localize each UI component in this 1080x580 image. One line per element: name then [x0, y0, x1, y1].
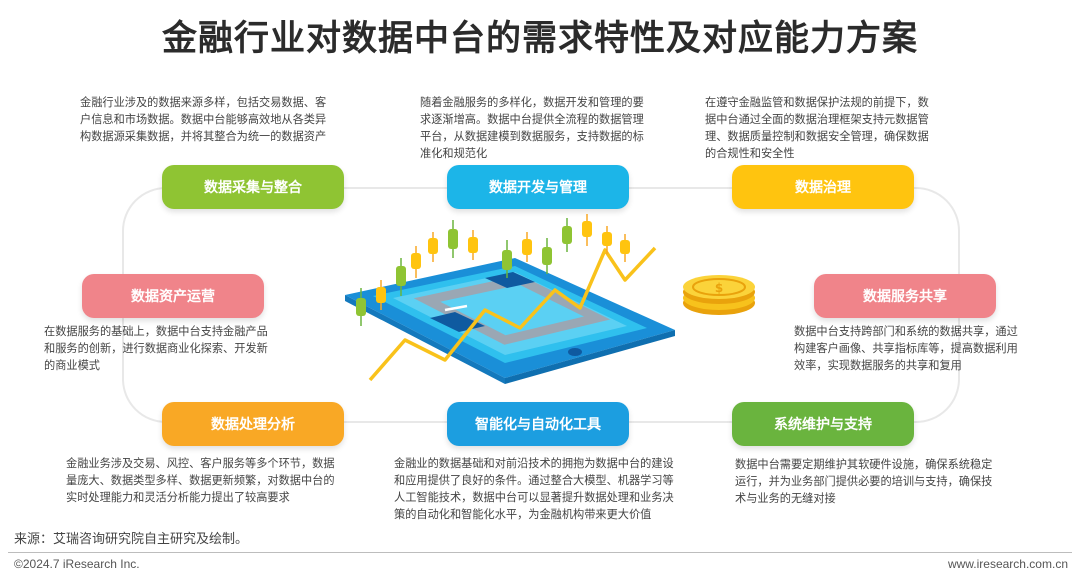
growth-line	[368, 246, 657, 382]
desc-processing: 金融业务涉及交易、风控、客户服务等多个环节，数据 量庞大、数据类型多样、数据更新…	[66, 457, 335, 504]
copyright: ©2024.7 iResearch Inc.	[14, 557, 140, 571]
coin-stack-icon: $	[683, 275, 755, 315]
node-asset-ops: 数据资产运营	[82, 274, 264, 318]
tablet-edge	[505, 330, 675, 384]
screen-panel	[485, 272, 535, 288]
website-link[interactable]: www.iresearch.com.cn	[947, 557, 1068, 571]
source-note: 来源：艾瑞咨询研究院自主研究及绘制。	[14, 532, 249, 547]
node-maintenance: 系统维护与支持	[732, 402, 914, 446]
candlesticks	[356, 214, 630, 326]
node-governance: 数据治理	[732, 165, 914, 209]
tablet-home-button	[568, 348, 582, 356]
tablet-edge-left	[345, 295, 505, 384]
node-devmgmt: 数据开发与管理	[447, 165, 629, 209]
screen-line	[444, 304, 468, 312]
node-sharing: 数据服务共享	[814, 274, 996, 318]
tablet-chart-illustration: $	[345, 214, 755, 384]
desc-devmgmt: 随着金融服务的多样化，数据开发和管理的要 求逐渐增高。数据中台提供全流程的数据管…	[420, 96, 644, 160]
page-title: 金融行业对数据中台的需求特性及对应能力方案	[161, 19, 918, 59]
desc-sharing: 数据中台支持跨部门和系统的数据共享，通过 构建客户画像、共享指标库等，提高数据利…	[794, 325, 1018, 372]
desc-ai-tools: 金融业的数据基础和对前沿技术的拥抱为数据中台的建设 和应用提供了良好的条件。通过…	[394, 457, 674, 521]
desc-maintenance: 数据中台需要定期维护其软硬件设施，确保系统稳定 运行，并为业务部门提供必要的培训…	[735, 458, 993, 505]
desc-governance: 在遵守金融监管和数据保护法规的前提下，数 据中台通过全面的数据治理框架支持元数据…	[705, 96, 929, 160]
desc-collect: 金融行业涉及的数据来源多样，包括交易数据、客 户信息和市场数据。数据中台能够高效…	[80, 96, 327, 143]
svg-text:$: $	[715, 281, 723, 295]
node-processing: 数据处理分析	[162, 402, 344, 446]
node-ai-tools: 智能化与自动化工具	[447, 402, 629, 446]
desc-asset-ops: 在数据服务的基础上，数据中台支持金融产品 和服务的创新，进行数据商业化探索、开发…	[44, 325, 268, 372]
node-collect: 数据采集与整合	[162, 165, 344, 209]
footer-divider	[8, 552, 1072, 553]
